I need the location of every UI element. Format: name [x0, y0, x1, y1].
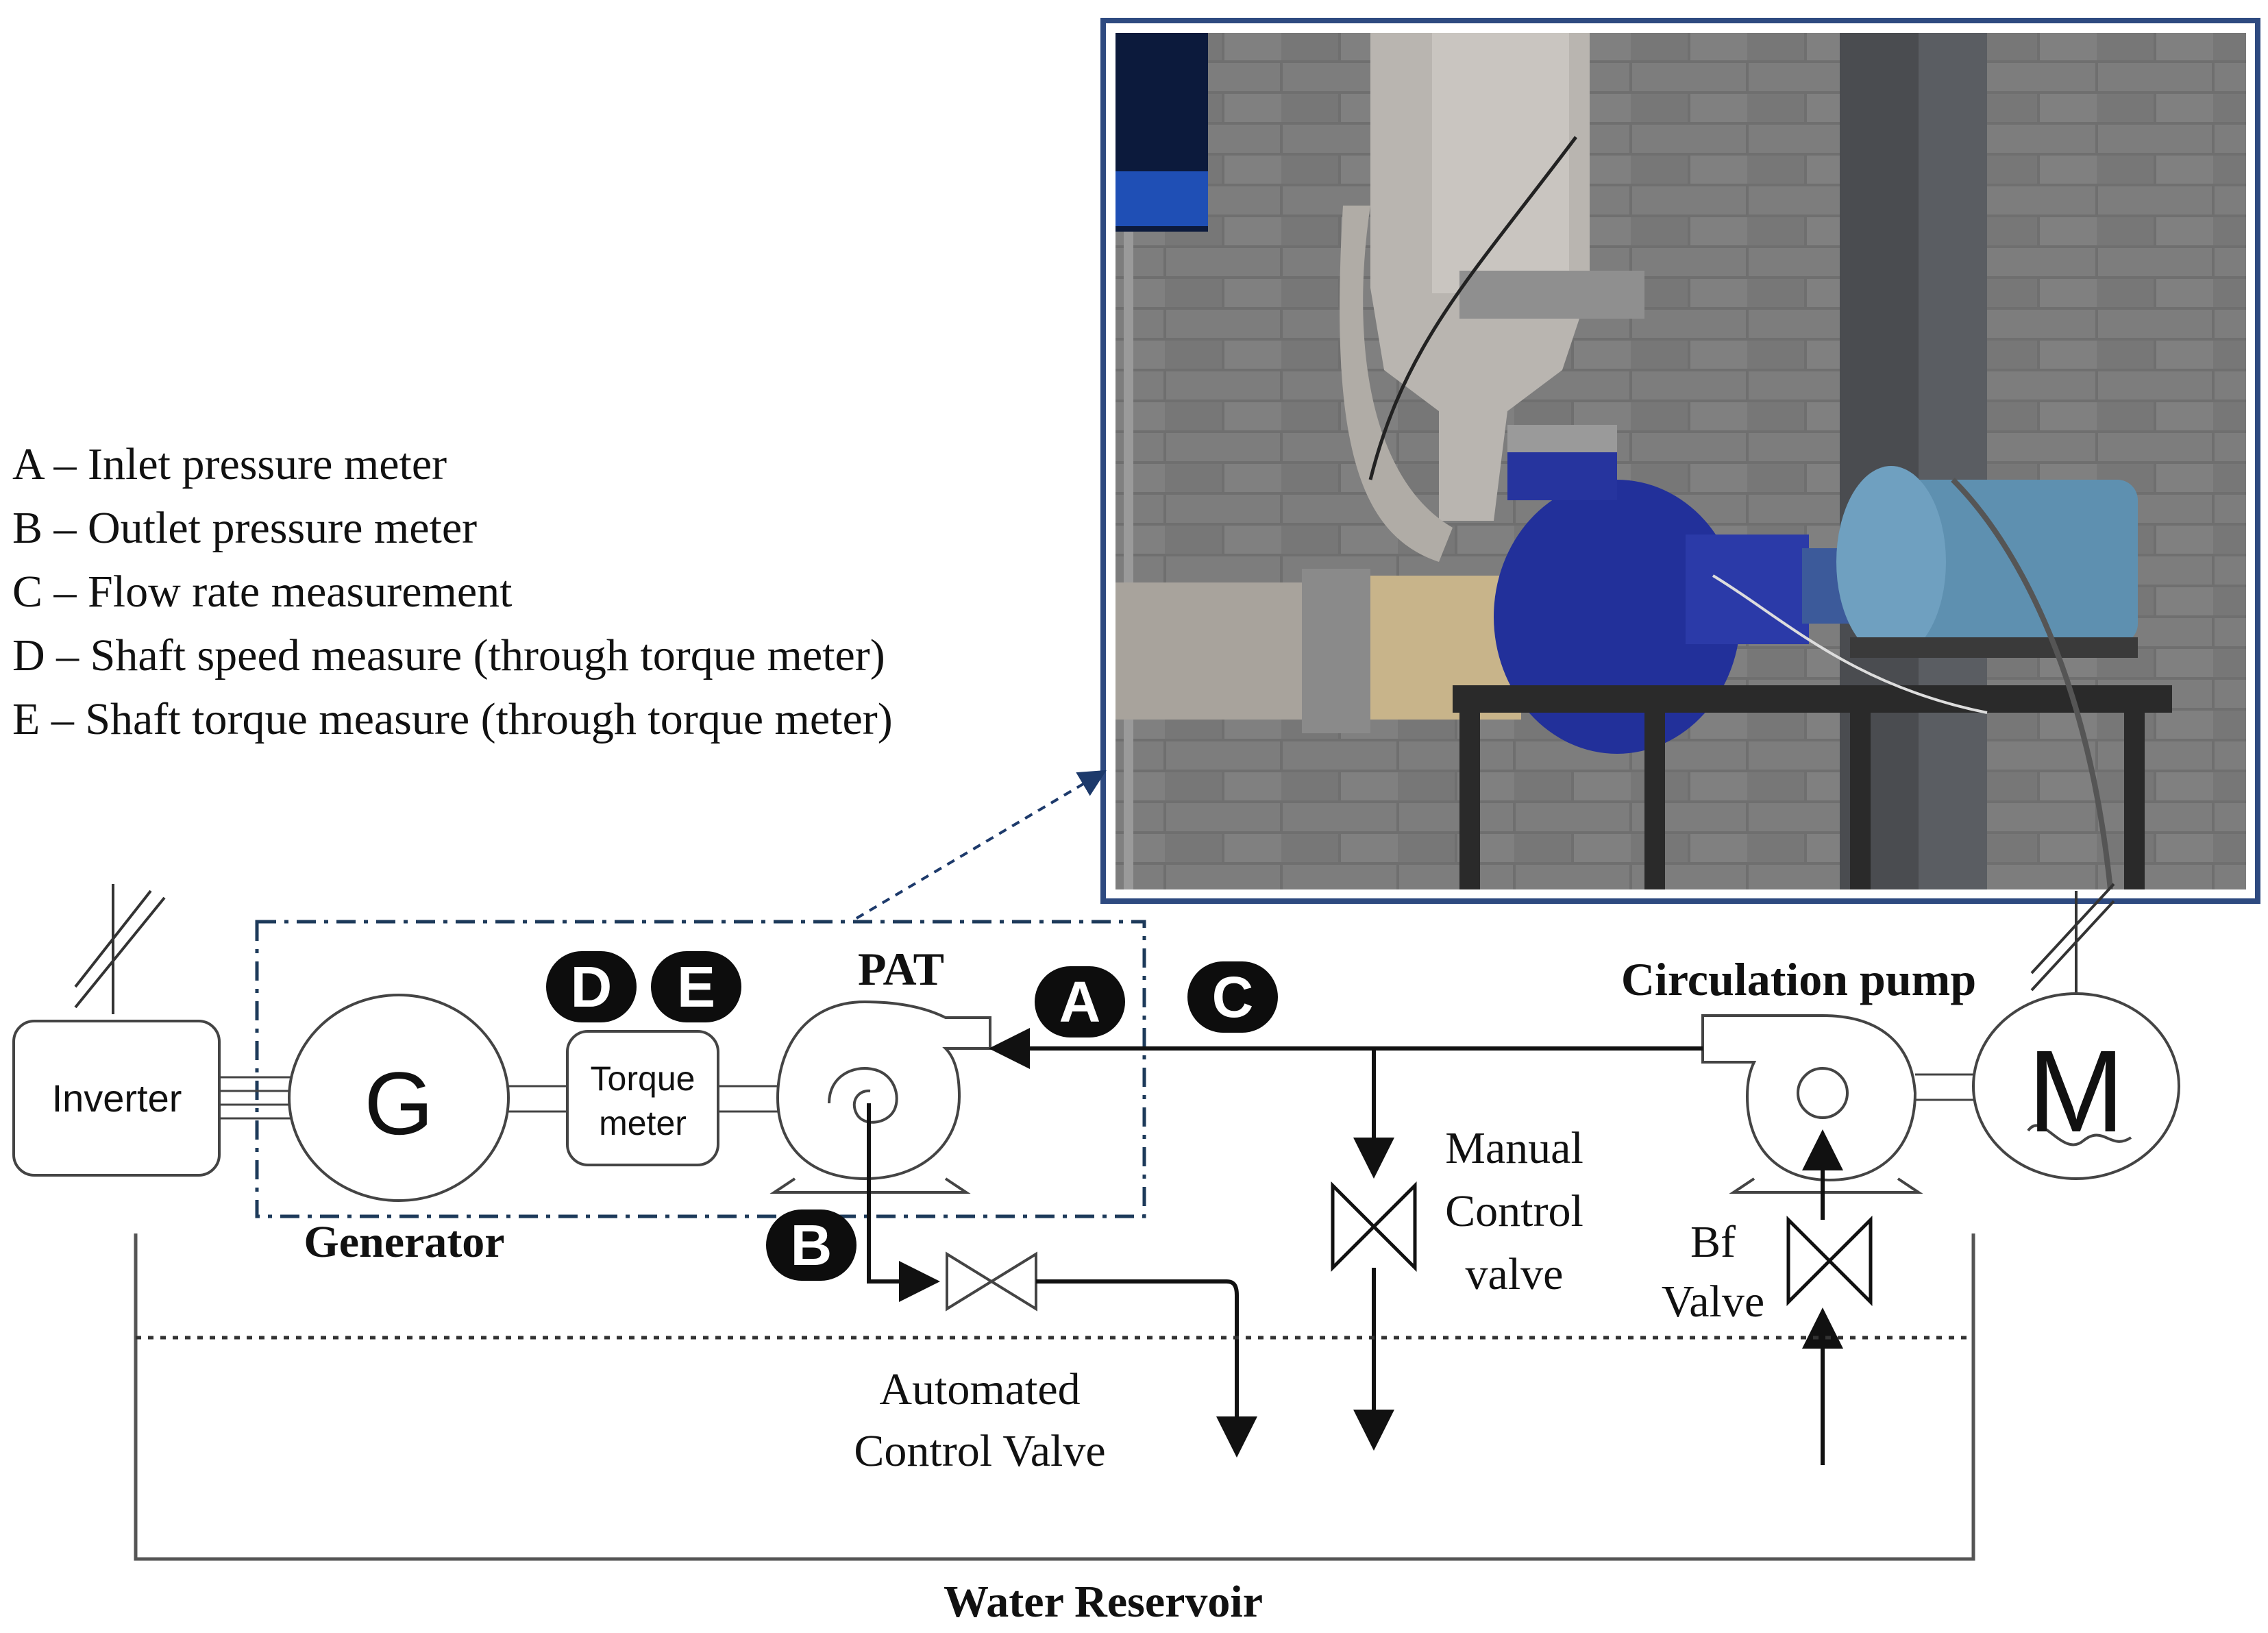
inverter-label: Inverter: [51, 1077, 182, 1120]
test-rig-photo: [1100, 18, 2260, 904]
power-line-motor: [2030, 883, 2115, 1007]
torque-meter-box: [566, 1030, 719, 1166]
outlet-line: [867, 1103, 940, 1302]
automated-valve-label-1: Automated: [879, 1364, 1081, 1414]
badge-e: E: [651, 951, 741, 1022]
pointer-arrow: [855, 770, 1107, 920]
generator-enclosure: [255, 920, 1146, 1218]
reservoir-label: Water Reservoir: [943, 1577, 1264, 1627]
generator-symbol: G: [364, 1053, 434, 1153]
badge-d: D: [546, 951, 637, 1022]
motor-circle: [1972, 992, 2180, 1180]
bf-valve: [1786, 1215, 1873, 1307]
badge-a: A: [1035, 966, 1125, 1037]
water-reservoir: [134, 1233, 1975, 1561]
power-line-inverter: [74, 884, 166, 1014]
badge-c: C: [1187, 961, 1278, 1033]
legend-item-c: C – Flow rate measurement: [12, 567, 513, 617]
torque-meter-label-2: meter: [599, 1104, 687, 1142]
pat-label: PAT: [858, 943, 944, 995]
motor-symbol: M: [2027, 1027, 2125, 1157]
badge-b: B: [766, 1210, 856, 1281]
manual-control-valve: [1331, 1181, 1417, 1273]
manual-valve-label-3: valve: [1465, 1249, 1564, 1299]
manual-valve-label-1: Manual: [1445, 1123, 1583, 1173]
legend-item-d: D – Shaft speed measure (through torque …: [12, 630, 885, 680]
circulation-pump-label: Circulation pump: [1620, 953, 1977, 1005]
automated-valve-label-2: Control Valve: [854, 1426, 1106, 1476]
manual-valve-label-2: Control: [1445, 1186, 1583, 1236]
torque-meter-label-1: Torque: [590, 1059, 695, 1098]
inverter-box: [12, 1020, 221, 1177]
generator-label: Generator: [304, 1217, 505, 1267]
circulation-pump-symbol: [1701, 1014, 1923, 1194]
generator-circle: [288, 994, 510, 1202]
legend-item-a: A – Inlet pressure meter: [12, 439, 447, 489]
legend-item-b: B – Outlet pressure meter: [12, 503, 478, 553]
bf-valve-label-2: Valve: [1661, 1277, 1765, 1327]
legend-item-e: E – Shaft torque measure (through torque…: [12, 694, 893, 744]
pat-pump-symbol: [769, 1000, 991, 1194]
bf-valve-label-1: Bf: [1690, 1217, 1736, 1267]
automated-control-valve: [946, 1251, 1037, 1312]
